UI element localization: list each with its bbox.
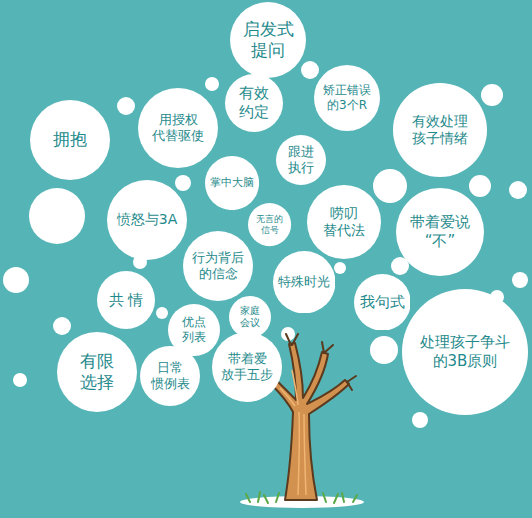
bubble-circle (57, 332, 137, 412)
bubble (301, 61, 319, 79)
grass (246, 492, 357, 503)
bubble (469, 175, 491, 197)
bubble-node: 共 情 (97, 271, 155, 329)
bubble-node: 矫正错误 的3个R (314, 65, 380, 131)
bubble-node: 无言的 信号 (248, 203, 291, 246)
bubble-circle (230, 2, 306, 78)
bubble-circle (212, 332, 282, 402)
bubble (13, 373, 27, 387)
bubble-circle (402, 289, 528, 415)
bubble-node: 家庭 会议 (229, 296, 271, 338)
node-label: 有限 选择 (80, 351, 114, 394)
bubble (156, 307, 168, 319)
bubble-node: 跟进 执行 (276, 135, 326, 185)
bubble-node: 带着爱说 “不” (396, 188, 484, 276)
bubble-circle (138, 88, 218, 168)
bubble-circle (276, 135, 326, 185)
node-label: 矫正错误 的3个R (323, 83, 371, 113)
bubble-circle (140, 346, 200, 406)
bubble-node: 唠叨 替代法 (307, 185, 381, 259)
bubble-node: 有效处理 孩子情绪 (393, 83, 487, 177)
bubble-node: 日常 惯例表 (140, 346, 200, 406)
node-label: 启发式 提问 (243, 19, 294, 62)
node-label: 行为背后 的信念 (192, 250, 244, 283)
node-label: 日常 惯例表 (151, 360, 190, 393)
node-label: 拥抱 (53, 129, 87, 150)
bubble-circle (30, 100, 110, 180)
bubble-circle (97, 271, 155, 329)
bubble-node: 我句式 (354, 274, 411, 331)
node-label: 愤怒与3A (117, 211, 177, 229)
bubble (205, 77, 219, 91)
bubble-node: 拥抱 (30, 100, 110, 180)
bubble-circle (225, 74, 283, 132)
bubble-node: 用授权 代替驱使 (138, 88, 218, 168)
bubble-circle (273, 251, 335, 313)
bubble-node: 掌中大脑 (205, 156, 259, 210)
bubble (53, 317, 71, 335)
bubble-circle (314, 65, 380, 131)
bubble (29, 188, 85, 244)
bubble-node: 带着爱 放手五步 (212, 332, 282, 402)
bubble (509, 181, 527, 199)
bubble-circle (205, 156, 259, 210)
bubble (373, 169, 407, 203)
bubble-circle (396, 188, 484, 276)
bubble-circle (107, 180, 187, 260)
bubble-circle (393, 83, 487, 177)
node-label: 特殊时光 (278, 274, 330, 290)
bubble-node: 处理孩子争斗 的3B原则 (402, 289, 528, 415)
bubble-circle (183, 231, 253, 301)
bubble-node: 有限 选择 (57, 332, 137, 412)
node-label: 带着爱说 “不” (410, 213, 470, 251)
decor-bubbles (3, 61, 528, 428)
node-label: 掌中大脑 (210, 176, 254, 190)
bubble (175, 175, 191, 191)
bubble-circle (248, 203, 291, 246)
bubble (370, 336, 398, 364)
bubble-circle (307, 185, 381, 259)
node-label: 有效 约定 (239, 84, 269, 122)
bubble-node: 特殊时光 (273, 251, 335, 313)
bubble-circle (354, 274, 411, 331)
node-label: 无言的 信号 (256, 214, 283, 237)
node-label: 共 情 (109, 291, 144, 310)
node-label: 优点 列表 (182, 315, 206, 345)
bubble (334, 262, 346, 274)
node-label: 我句式 (360, 293, 405, 312)
bubble-node: 愤怒与3A (107, 180, 187, 260)
bubble (512, 272, 528, 288)
bubble (117, 97, 135, 115)
node-label: 跟进 执行 (288, 144, 314, 177)
node-label: 家庭 会议 (240, 305, 260, 330)
bubble-node: 有效 约定 (225, 74, 283, 132)
bubble-node: 启发式 提问 (230, 2, 306, 78)
bubble (481, 84, 503, 106)
bubble-node: 行为背后 的信念 (183, 231, 253, 301)
node-label: 带着爱 放手五步 (221, 351, 273, 384)
node-label: 处理孩子争斗 的3B原则 (420, 333, 510, 371)
node-label: 有效处理 孩子情绪 (412, 113, 468, 148)
bubble-circle (229, 296, 271, 338)
node-label: 唠叨 替代法 (323, 205, 365, 240)
node-label: 用授权 代替驱使 (152, 112, 204, 145)
bubble (3, 267, 29, 293)
bubble (412, 412, 428, 428)
trunk-stripes (280, 370, 306, 495)
